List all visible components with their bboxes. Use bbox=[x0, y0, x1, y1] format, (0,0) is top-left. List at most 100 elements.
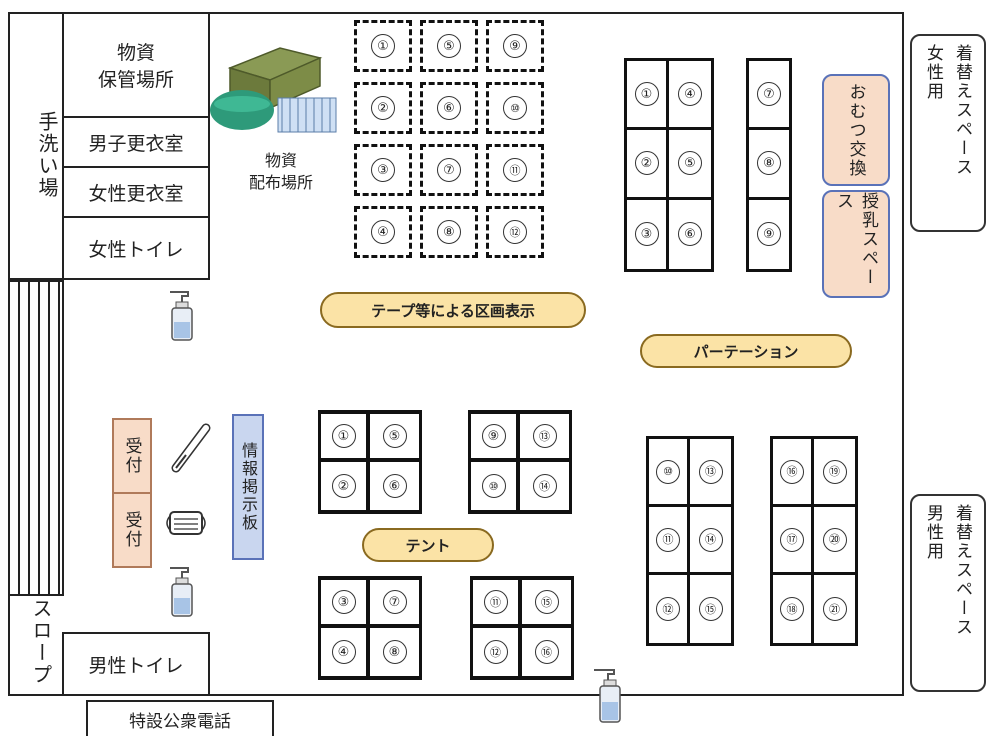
section-number: ⑦ bbox=[437, 158, 461, 182]
tent-cell: ⑯ bbox=[522, 628, 571, 680]
tape-section: ② bbox=[354, 82, 412, 134]
partition-cell: ⑨ bbox=[749, 200, 789, 269]
partition-cell: ⑳ bbox=[814, 507, 855, 575]
tape-section: ⑦ bbox=[420, 144, 478, 196]
tape-section: ① bbox=[354, 20, 412, 72]
section-number: ⑩ bbox=[481, 474, 506, 498]
partition-cell: ⑱ bbox=[773, 575, 814, 643]
section-number: ⑮ bbox=[698, 597, 723, 621]
thermometer-icon bbox=[171, 423, 211, 473]
supplies-icon bbox=[210, 47, 337, 133]
reception-desk-2: 受付 bbox=[112, 492, 152, 568]
section-number: ⑧ bbox=[757, 151, 781, 176]
building-floor-line bbox=[8, 694, 902, 696]
nursing-space: 授乳スペース bbox=[822, 190, 890, 298]
section-number: ④ bbox=[331, 640, 356, 664]
section-number: ⑬ bbox=[698, 459, 723, 484]
section-number: ⑦ bbox=[757, 82, 781, 107]
partition-cell: ④ bbox=[669, 61, 711, 131]
tent-cell: ⑤ bbox=[370, 410, 419, 462]
mens-toilet: 男性トイレ bbox=[62, 632, 210, 696]
tent-cell: ⑮ bbox=[522, 576, 571, 628]
womens-changing-room: 女性更衣室 bbox=[62, 166, 210, 218]
womens-changing-label: 女性更衣室 bbox=[88, 182, 184, 205]
storage-room: 物資 保管場所 bbox=[62, 12, 210, 118]
tent-cell: ⑪ bbox=[473, 576, 522, 628]
section-number: ⑰ bbox=[780, 527, 804, 552]
section-number: ⑦ bbox=[382, 590, 407, 614]
storage-label: 物資 保管場所 bbox=[97, 42, 174, 91]
tent-cell: ⑫ bbox=[473, 628, 522, 680]
partition-cell: ⑦ bbox=[749, 61, 789, 131]
section-number: ④ bbox=[678, 82, 702, 107]
tape-section: ③ bbox=[354, 144, 412, 196]
section-number: ⑧ bbox=[437, 220, 461, 244]
section-number: ① bbox=[331, 424, 356, 448]
section-number: ⑩ bbox=[503, 96, 527, 120]
tent-cell: ④ bbox=[321, 628, 370, 680]
section-number: ⑪ bbox=[503, 158, 527, 182]
hand-sanitizer-icon bbox=[594, 669, 621, 723]
mens-changing-room: 男子更衣室 bbox=[62, 116, 210, 168]
section-number: ③ bbox=[634, 222, 659, 247]
partition-cell: ⑮ bbox=[690, 575, 731, 643]
distribution-label: 物資 配布場所 bbox=[248, 151, 313, 192]
womens-changing-space: 着替えスペース 女性用 bbox=[910, 34, 986, 232]
partition-lower-right: ⑯ ⑲ ⑰ ⑳ ⑱ ㉑ bbox=[770, 436, 858, 646]
tent-cell: ① bbox=[321, 410, 370, 462]
partition-cell: ⑬ bbox=[690, 439, 731, 507]
section-number: ③ bbox=[371, 158, 395, 182]
tape-section: ⑪ bbox=[486, 144, 544, 196]
section-number: ⑫ bbox=[656, 597, 680, 621]
partition-cell: ⑭ bbox=[690, 507, 731, 575]
section-number: ⑲ bbox=[822, 459, 847, 484]
mens-change-label: 着替えスペース bbox=[952, 504, 972, 637]
tent-cell: ⑩ bbox=[471, 462, 520, 514]
partition-upper-left: ① ④ ② ⑤ ③ ⑥ bbox=[624, 58, 714, 272]
section-number: ⑱ bbox=[780, 597, 804, 621]
womens-toilet-label: 女性トイレ bbox=[88, 238, 184, 261]
partition-cell: ⑯ bbox=[773, 439, 814, 507]
partition-cell: ⑤ bbox=[669, 130, 711, 200]
reception-label: 受付 bbox=[121, 437, 142, 475]
section-number: ⑤ bbox=[678, 151, 702, 176]
partition-cell: ⑧ bbox=[749, 130, 789, 200]
partition-upper-right: ⑦ ⑧ ⑨ bbox=[746, 58, 792, 272]
tent-cell: ② bbox=[321, 462, 370, 514]
section-number: ⑭ bbox=[532, 474, 557, 498]
partition-label-pill: パーテーション bbox=[640, 334, 852, 368]
section-number: ⑥ bbox=[437, 96, 461, 120]
tape-section: ⑥ bbox=[420, 82, 478, 134]
tent-block-2: ⑨ ⑬ ⑩ ⑭ bbox=[468, 410, 572, 514]
section-number: ④ bbox=[371, 220, 395, 244]
section-number: ⑫ bbox=[503, 220, 527, 244]
womens-change-label: 着替えスペース bbox=[952, 44, 972, 177]
diaper-label: おむつ交換 bbox=[845, 82, 866, 178]
partition-cell: ② bbox=[627, 130, 669, 200]
nursing-label: 授乳スペース bbox=[833, 192, 878, 287]
mens-changing-label: 男子更衣室 bbox=[88, 132, 184, 155]
section-number: ⑨ bbox=[757, 222, 781, 247]
tent-cell: ⑦ bbox=[370, 576, 419, 628]
tape-section: ⑫ bbox=[486, 206, 544, 258]
partition-cell: ⑫ bbox=[649, 575, 690, 643]
tape-section: ④ bbox=[354, 206, 412, 258]
section-number: ⑥ bbox=[678, 222, 702, 247]
section-number: ③ bbox=[331, 590, 356, 614]
section-number: ⑨ bbox=[503, 34, 527, 58]
tent-block-1: ① ⑤ ② ⑥ bbox=[318, 410, 422, 514]
right-wall bbox=[902, 12, 904, 696]
section-number: ⑯ bbox=[780, 459, 804, 484]
slope-label: スロープ bbox=[29, 598, 53, 686]
partition-cell: ① bbox=[627, 61, 669, 131]
hand-sanitizer-icon bbox=[170, 291, 193, 341]
tent-cell: ③ bbox=[321, 576, 370, 628]
mens-toilet-label: 男性トイレ bbox=[88, 654, 184, 677]
tent-cell: ⑬ bbox=[520, 410, 569, 462]
partition-cell: ⑩ bbox=[649, 439, 690, 507]
reception-desk-1: 受付 bbox=[112, 418, 152, 494]
section-number: ⑳ bbox=[822, 527, 847, 552]
tape-section: ⑧ bbox=[420, 206, 478, 258]
section-number: ⑯ bbox=[534, 640, 559, 664]
partition-cell: ⑪ bbox=[649, 507, 690, 575]
